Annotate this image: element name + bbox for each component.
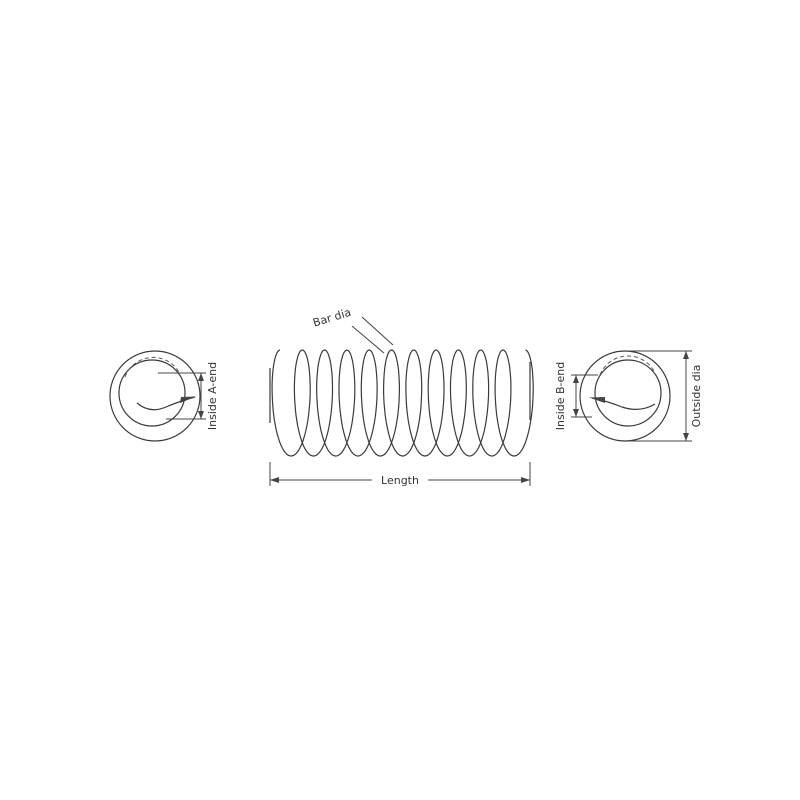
- left-end-view: Inside A-end: [109, 350, 219, 442]
- left-wire-tip: [180, 396, 196, 403]
- outside-dia-dimension: Outside dia: [627, 350, 703, 442]
- right-hidden-coil-arc: [599, 355, 656, 376]
- inside-b-end-label: Inside B-end: [554, 362, 567, 431]
- length-dimension: Length: [269, 462, 531, 487]
- inside-b-dimension: Inside B-end: [554, 362, 598, 431]
- left-hidden-coil-arc: [124, 356, 181, 378]
- inside-a-dimension: Inside A-end: [158, 362, 219, 430]
- left-outer-coil: [109, 350, 201, 442]
- arrow-a-bottom: [198, 411, 204, 419]
- arrow-length-right: [521, 477, 530, 483]
- arrow-b-top: [573, 375, 579, 383]
- arrow-a-top: [198, 373, 204, 381]
- bar-dia-label: Bar dia: [311, 306, 352, 330]
- arrow-length-left: [270, 477, 279, 483]
- right-inner-coil: [594, 359, 662, 427]
- inside-a-end-label: Inside A-end: [206, 362, 219, 430]
- left-inner-coil: [118, 359, 186, 427]
- right-end-view: Inside B-end Outside dia: [554, 350, 703, 442]
- length-label: Length: [381, 474, 419, 487]
- right-outer-coil: [579, 350, 671, 442]
- arrow-od-top: [683, 351, 689, 359]
- outside-dia-label: Outside dia: [690, 365, 703, 428]
- bar-dia-leader-2: [361, 316, 394, 346]
- arrow-b-bottom: [573, 409, 579, 417]
- bar-dia-callout: Bar dia: [311, 306, 394, 354]
- bar-dia-leader-1: [351, 325, 385, 354]
- arrow-od-bottom: [683, 433, 689, 441]
- spring-coil: [271, 349, 534, 457]
- spring-side-view: Bar dia Length: [269, 306, 534, 487]
- right-wire-tip: [589, 397, 605, 403]
